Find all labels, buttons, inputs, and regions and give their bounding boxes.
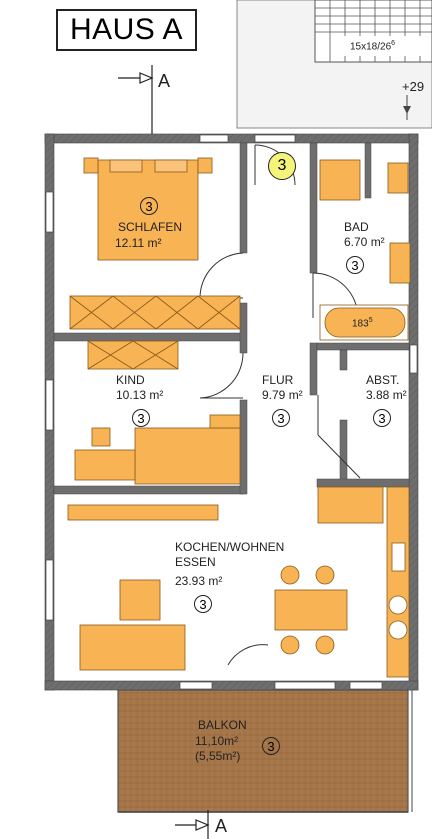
flur-label: FLUR — [262, 373, 294, 387]
balkon-label: BALKON — [198, 718, 247, 732]
bad-label: BAD — [344, 220, 369, 234]
schlafen-badge: 3 — [140, 197, 158, 215]
section-markers — [118, 65, 210, 839]
door-swings — [199, 144, 361, 666]
kochen-badge: 3 — [194, 595, 212, 613]
interior-walls — [53, 142, 410, 495]
bad-badge: 3 — [346, 256, 364, 274]
bathtub-dimension: 1835 — [352, 317, 373, 330]
essen-label: ESSEN — [175, 555, 216, 569]
bad-area: 6.70 m² — [344, 235, 385, 249]
stairwell — [236, 0, 432, 129]
kind-area: 10.13 m² — [116, 388, 164, 402]
unit-number-badge: 3 — [268, 152, 296, 180]
flur-badge: 3 — [272, 409, 290, 427]
kind-label: KIND — [116, 373, 145, 387]
flur-area: 9.79 m² — [262, 388, 303, 402]
balkon-badge: 3 — [262, 737, 280, 755]
house-title: HAUS A — [56, 9, 197, 51]
kitchen-furniture — [67, 486, 410, 678]
stair-level: +29 — [402, 79, 425, 94]
bedroom-furniture — [69, 157, 241, 330]
balkon-area: 11,10m² — [195, 734, 239, 748]
windows — [45, 134, 418, 690]
section-marker-top: A — [158, 71, 171, 91]
abst-badge: 3 — [373, 409, 391, 427]
balkon-area-half: (5,55m²) — [195, 749, 241, 763]
section-marker-bottom: A — [215, 816, 228, 836]
bathroom-fixtures — [319, 159, 411, 341]
schlafen-label: SCHLAFEN — [118, 220, 183, 234]
kochen-area: 23.93 m² — [175, 574, 223, 588]
schlafen-area: 12.11 m² — [115, 236, 162, 250]
kochen-label: KOCHEN/WOHNEN — [175, 540, 285, 554]
kind-badge: 3 — [132, 409, 150, 427]
abst-area: 3.88 m² — [366, 388, 407, 402]
stair-dimension: 15x18/266 — [350, 40, 396, 53]
kids-room-furniture — [74, 340, 241, 485]
abst-label: ABST. — [366, 373, 400, 387]
